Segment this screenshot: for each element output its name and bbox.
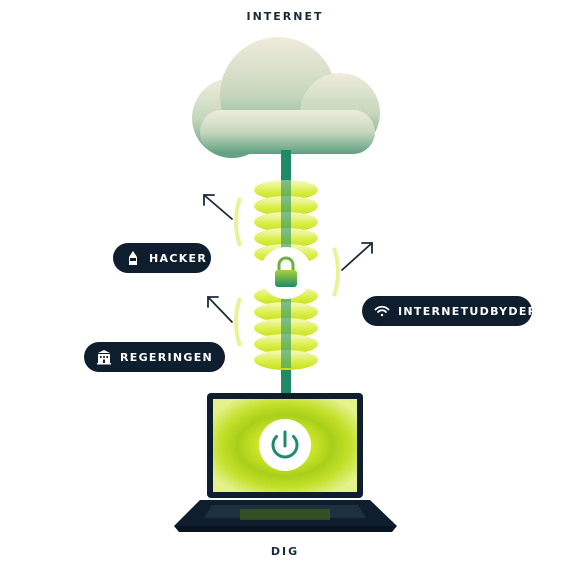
hacker-icon [125,250,141,266]
interception-waves [234,197,340,347]
lock-icon [260,247,312,299]
you-label: DIG [270,545,300,558]
isp-label: INTERNETUDBYDER [398,304,538,318]
government-building-icon [96,349,112,365]
wifi-icon [374,303,390,319]
arrow-icon [203,194,233,220]
power-icon[interactable] [259,419,311,471]
isp-pill: INTERNETUDBYDER [362,296,536,326]
hacker-label: HACKER [149,251,208,265]
arrow-icon [341,242,373,271]
government-label: REGERINGEN [120,350,214,364]
internet-label: INTERNET [246,10,324,23]
arrow-icon [207,296,233,323]
government-pill: REGERINGEN [84,342,225,372]
cloud-icon [192,37,380,158]
hacker-pill: HACKER [113,243,211,273]
